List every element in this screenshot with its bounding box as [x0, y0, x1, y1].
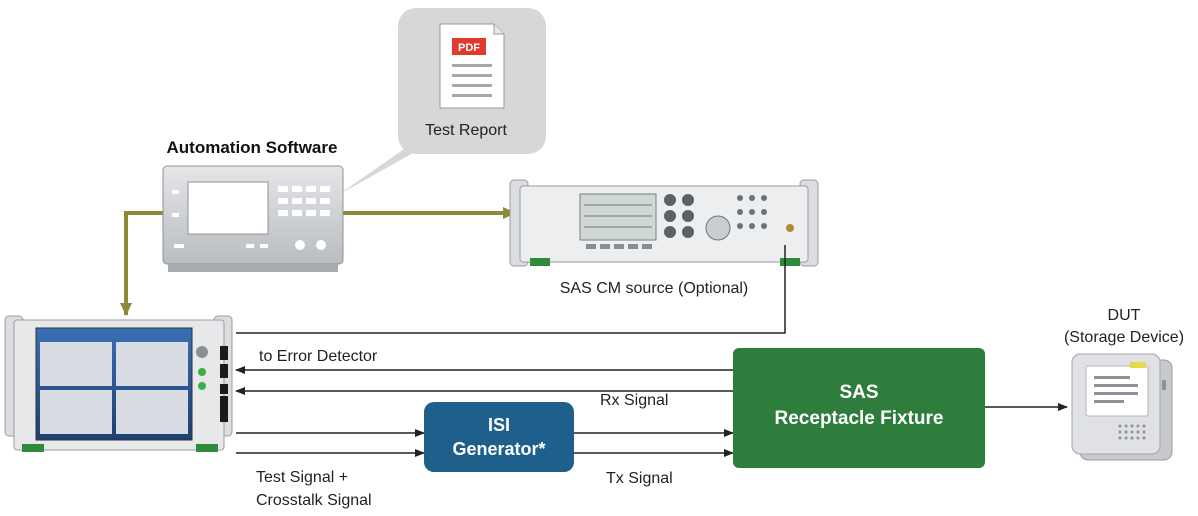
test-report-label: Test Report — [425, 122, 507, 139]
signal-lines — [235, 245, 1068, 457]
control-links — [120, 207, 516, 316]
pdf-badge-text: PDF — [458, 42, 480, 54]
to-error-detector-label: to Error Detector — [259, 348, 378, 365]
dut-label-line1: DUT — [1108, 307, 1141, 324]
isi-generator-block: ISI Generator* — [424, 402, 574, 472]
bert-instrument — [4, 315, 233, 452]
controller-instrument — [162, 165, 344, 272]
sas-fixture-block: SAS Receptacle Fixture — [733, 348, 985, 468]
signal-generator-instrument — [509, 179, 819, 267]
storage-device-icon — [1071, 353, 1173, 461]
isi-label-line1: ISI — [488, 415, 510, 435]
isi-label-line2: Generator* — [452, 439, 545, 459]
automation-software-label: Automation Software — [167, 138, 338, 157]
test-signal-label-line2: Crosstalk Signal — [256, 492, 372, 509]
cm-source-label: SAS CM source (Optional) — [560, 280, 749, 297]
tx-signal-label: Tx Signal — [606, 470, 673, 487]
pdf-document-icon — [439, 23, 505, 109]
dut-label-line2: (Storage Device) — [1064, 329, 1184, 346]
rx-signal-label: Rx Signal — [600, 392, 668, 409]
test-report-callout: PDF Test Report — [338, 8, 546, 195]
test-signal-label-line1: Test Signal + — [256, 469, 348, 486]
fixture-label-line2: Receptacle Fixture — [775, 408, 944, 429]
fixture-label-line1: SAS — [839, 382, 878, 403]
